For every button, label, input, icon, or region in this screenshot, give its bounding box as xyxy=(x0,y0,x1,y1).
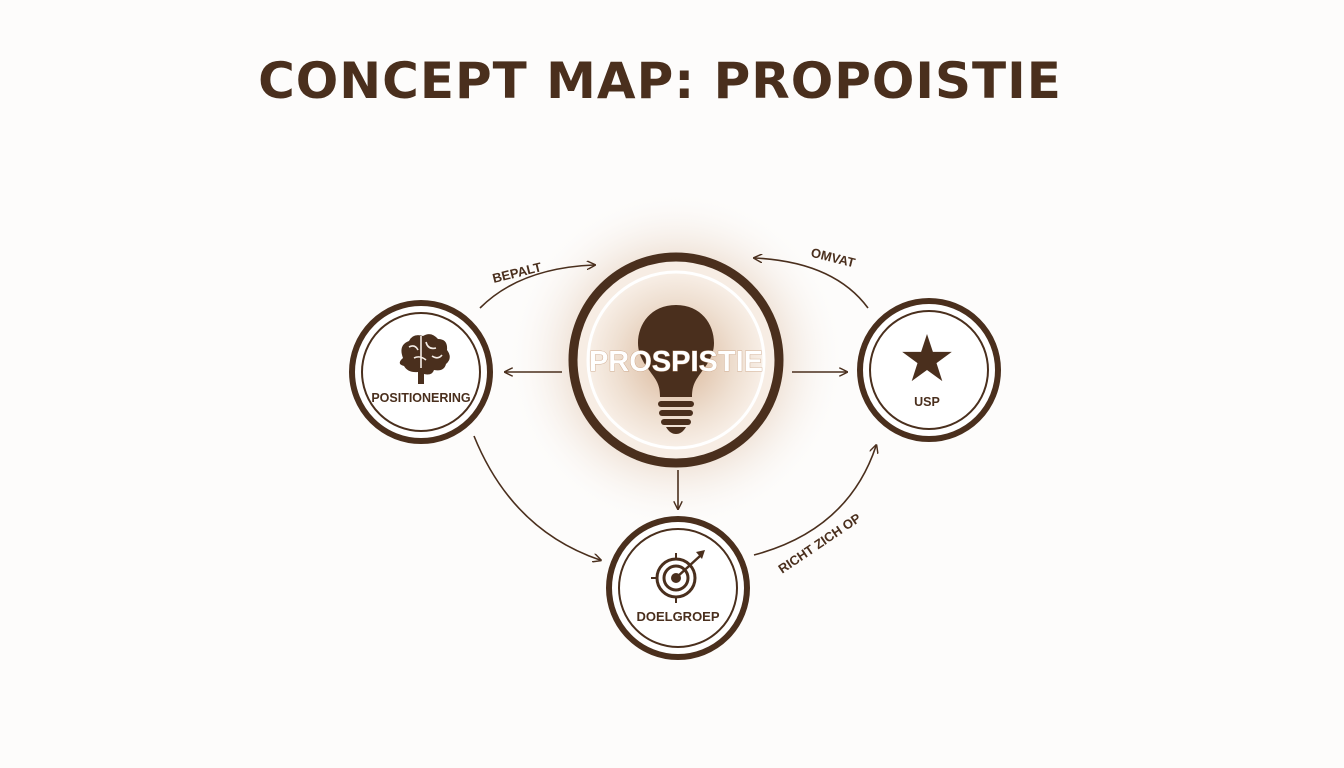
node-audience[interactable]: DOELGROEP xyxy=(606,516,750,660)
usp-node-inner-ring xyxy=(869,310,989,430)
positioning-node-inner-ring xyxy=(361,312,481,432)
arrow-bepalt xyxy=(479,265,594,309)
connectors xyxy=(473,258,876,560)
arrow-omvat xyxy=(755,258,869,309)
node-positioning[interactable]: POSITIONERING xyxy=(349,300,493,444)
arrow-richt-zich-op xyxy=(753,446,876,556)
brain-icon xyxy=(399,334,450,384)
arrow-positioning-to-audience xyxy=(473,435,600,560)
page-title: CONCEPT MAP: PROPOISTIE xyxy=(258,52,1062,110)
positioning-node-label: POSITIONERING xyxy=(371,391,470,405)
center-node-label: PROSPISTIE xyxy=(589,346,763,378)
star-icon xyxy=(902,334,952,382)
node-usp[interactable]: USP xyxy=(857,298,1001,442)
target-icon xyxy=(651,550,705,603)
audience-node-outer-ring xyxy=(606,516,750,660)
node-center[interactable]: PROSPISTIE xyxy=(568,252,784,468)
lightbulb-icon xyxy=(638,305,714,434)
audience-node-inner-ring xyxy=(618,528,738,648)
audience-node-label: DOELGROEP xyxy=(636,609,719,624)
usp-node-label: USP xyxy=(914,395,940,409)
